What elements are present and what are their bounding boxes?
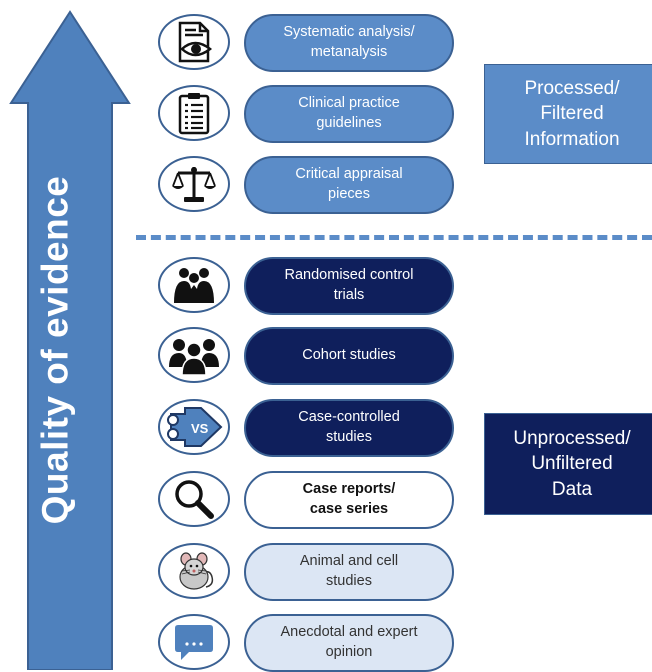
svg-text:VS: VS xyxy=(191,421,209,436)
level-label: Case reports/ case series xyxy=(244,471,454,529)
level-label: Cohort studies xyxy=(244,327,454,385)
evidence-level-appraisal: Critical appraisal pieces xyxy=(158,156,454,214)
evidence-level-case-controlled: VS Case-controlled studies xyxy=(158,399,454,457)
scales-icon xyxy=(158,156,230,212)
unprocessed-data-box: Unprocessed/ Unfiltered Data xyxy=(484,413,652,515)
versus-arrow-icon: VS xyxy=(158,399,230,455)
document-eye-icon xyxy=(158,14,230,70)
arrow-label: Quality of evidence xyxy=(34,175,75,525)
level-label: Randomised control trials xyxy=(244,257,454,315)
level-label: Clinical practice guidelines xyxy=(244,85,454,143)
level-label: Case-controlled studies xyxy=(244,399,454,457)
evidence-level-cohort: Cohort studies xyxy=(158,327,454,385)
evidence-level-animal: Animal and cell studies xyxy=(158,543,454,601)
quality-arrow xyxy=(9,10,131,670)
evidence-level-anecdotal: Anecdotal and expert opinion xyxy=(158,614,454,672)
evidence-level-guidelines: Clinical practice guidelines xyxy=(158,85,454,143)
level-label: Animal and cell studies xyxy=(244,543,454,601)
speech-bubble-icon xyxy=(158,614,230,670)
processed-info-box: Processed/ Filtered Information xyxy=(484,64,652,164)
evidence-level-rct: Randomised control trials xyxy=(158,257,454,315)
divider-line xyxy=(136,235,652,240)
level-label: Systematic analysis/ metanalysis xyxy=(244,14,454,72)
level-label: Anecdotal and expert opinion xyxy=(244,614,454,672)
arrow-label-wrap: Quality of evidence xyxy=(15,130,95,570)
group-huddle-icon xyxy=(158,257,230,313)
evidence-level-systematic: Systematic analysis/ metanalysis xyxy=(158,14,454,72)
magnifier-icon xyxy=(158,471,230,527)
clipboard-checklist-icon xyxy=(158,85,230,141)
evidence-level-case-reports: Case reports/ case series xyxy=(158,471,454,529)
people-group-icon xyxy=(158,327,230,383)
mouse-icon xyxy=(158,543,230,599)
level-label: Critical appraisal pieces xyxy=(244,156,454,214)
